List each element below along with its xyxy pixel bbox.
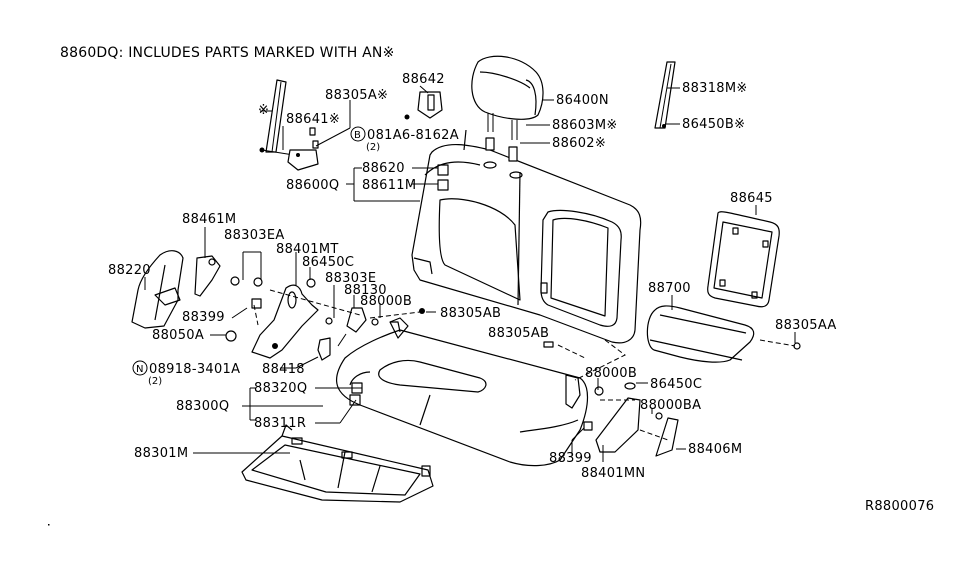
back-pad-88645 xyxy=(707,211,780,308)
label-88303E: 88303E xyxy=(325,271,376,286)
label-88642: 88642 xyxy=(402,72,445,87)
label-081A6: 081A6-8162A xyxy=(367,128,459,143)
label-88000B-left: 88000B xyxy=(360,294,412,309)
label-88311R: 88311R xyxy=(254,416,306,431)
bracket-88418 xyxy=(317,337,331,361)
hinge-right xyxy=(543,341,679,457)
label-86400N: 86400N xyxy=(556,93,609,108)
label-86450C-right: 86450C xyxy=(650,377,702,392)
label-88406M: 88406M xyxy=(688,442,742,457)
label-88305AB-left: 88305AB xyxy=(440,306,501,321)
diagram-id: R8800076 xyxy=(865,499,934,514)
cover-88461M xyxy=(194,255,221,297)
label-88600Q: 88600Q xyxy=(286,178,339,193)
label-88300Q: 88300Q xyxy=(176,399,229,414)
label-88320Q: 88320Q xyxy=(254,381,307,396)
label-88318M: 88318M※ xyxy=(682,81,748,96)
label-88301M: 88301M xyxy=(134,446,188,461)
label-88305A: 88305A※ xyxy=(325,88,388,103)
leader-lines xyxy=(144,85,796,462)
label-88700: 88700 xyxy=(648,281,691,296)
bolts-left xyxy=(225,276,425,342)
bracket-88401MT xyxy=(251,284,319,359)
bolt-prefix-b: B xyxy=(354,130,361,141)
label-88620: 88620 xyxy=(362,161,405,176)
label-88050A: 88050A xyxy=(152,328,204,343)
latch-88000B-left xyxy=(389,317,409,339)
label-081A6-8162A: B 081A6-8162A (2) xyxy=(350,126,459,153)
belt-guide-left xyxy=(259,79,319,171)
label-88305AA: 88305AA xyxy=(775,318,837,333)
seat-frame xyxy=(241,424,434,503)
cushion-pad-88700 xyxy=(646,305,755,363)
hinge-88130 xyxy=(337,307,367,347)
side-cover-88220 xyxy=(131,250,184,329)
label-08918: 08918-3401A xyxy=(149,362,240,377)
label-08918-3401A: N 08918-3401A (2) xyxy=(132,360,240,387)
nut-prefix-n: N xyxy=(136,364,143,375)
label-88303EA: 88303EA xyxy=(224,228,285,243)
label-88000B-right: 88000B xyxy=(585,366,637,381)
label-88602: 88602※ xyxy=(552,136,606,151)
label-88641: 88641※ xyxy=(286,112,340,127)
label-88645: 88645 xyxy=(730,191,773,206)
belt-guide-right xyxy=(654,61,676,129)
bracket-88642 xyxy=(404,91,443,120)
label-88401MT: 88401MT xyxy=(276,242,339,257)
label-88399-left: 88399 xyxy=(182,310,225,325)
header-note: 8860DQ: INCLUDES PARTS MARKED WITH AN※ xyxy=(60,45,395,61)
label-88611M: 88611M xyxy=(362,178,416,193)
label-88461M: 88461M xyxy=(182,212,236,227)
label-88130: 88130 xyxy=(344,283,387,298)
seat-back xyxy=(411,129,642,344)
label-08918-qty: (2) xyxy=(148,376,162,387)
label-88603M: 88603M※ xyxy=(552,118,618,133)
label-88305AB-mid: 88305AB xyxy=(488,326,549,341)
label-88418: 88418 xyxy=(262,362,305,377)
label-88399-right: 88399 xyxy=(549,451,592,466)
stray-dot xyxy=(48,524,50,526)
label-88401MN: 88401MN xyxy=(581,466,645,481)
seat-cushion xyxy=(336,321,589,467)
label-081A6-qty: (2) xyxy=(366,142,380,153)
label-86450C-left: 86450C xyxy=(302,255,354,270)
label-star-left: ※ xyxy=(258,103,269,118)
headrest xyxy=(471,55,544,162)
label-88220: 88220 xyxy=(108,263,151,278)
label-86450B: 86450B※ xyxy=(682,117,745,132)
label-88000BA: 88000BA xyxy=(640,398,701,413)
